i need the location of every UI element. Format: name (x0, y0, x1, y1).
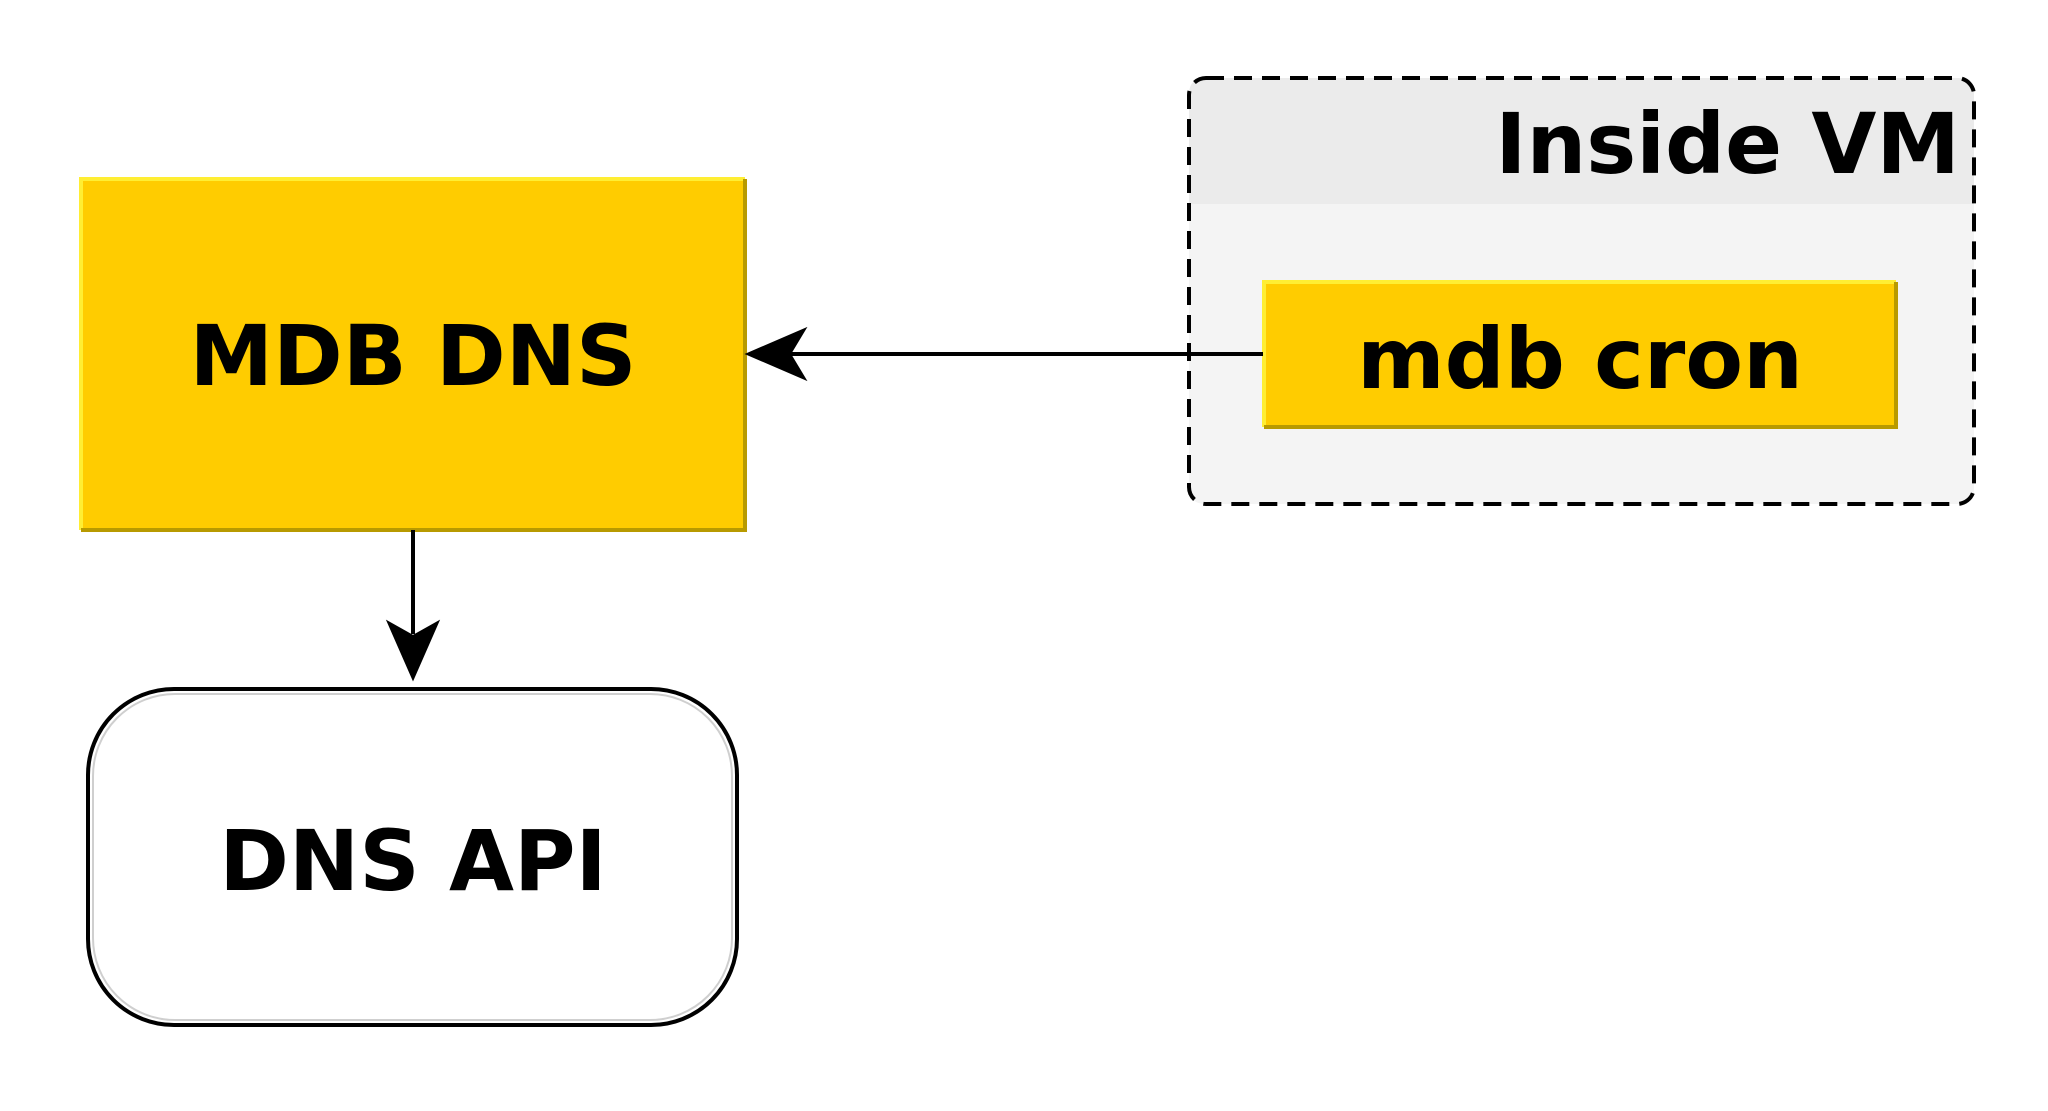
inside-vm-border (1187, 76, 1976, 506)
edge-mdb-dns-to-dns-api (385, 530, 441, 682)
dns-api-label: DNS API (219, 812, 607, 910)
mdb-cron-shadow (1264, 282, 1898, 429)
mdb-dns-highlight (79, 177, 745, 530)
dns-api-outline-inner (92, 693, 733, 1021)
mdb-cron-box (1263, 281, 1896, 427)
inside-vm-title: Inside VM (1495, 95, 1960, 193)
mdb-dns-node[interactable]: MDB DNS (79, 177, 747, 532)
mdb-cron-node[interactable]: mdb cron (1262, 280, 1898, 429)
mdb-cron-label: mdb cron (1357, 310, 1803, 408)
edge-mdb-cron-to-mdb-dns (744, 326, 1263, 382)
dns-api-outline-outer (86, 687, 739, 1027)
edge-cron-dns-arrowhead (744, 326, 808, 382)
edge-dns-api-arrowhead (385, 619, 441, 682)
mdb-dns-shadow (81, 179, 747, 532)
inside-vm-header-bg (1189, 78, 1974, 204)
mdb-dns-label: MDB DNS (189, 307, 636, 405)
dns-api-node[interactable]: DNS API (86, 687, 739, 1027)
mdb-dns-box (80, 178, 745, 530)
mdb-cron-highlight (1262, 280, 1896, 427)
